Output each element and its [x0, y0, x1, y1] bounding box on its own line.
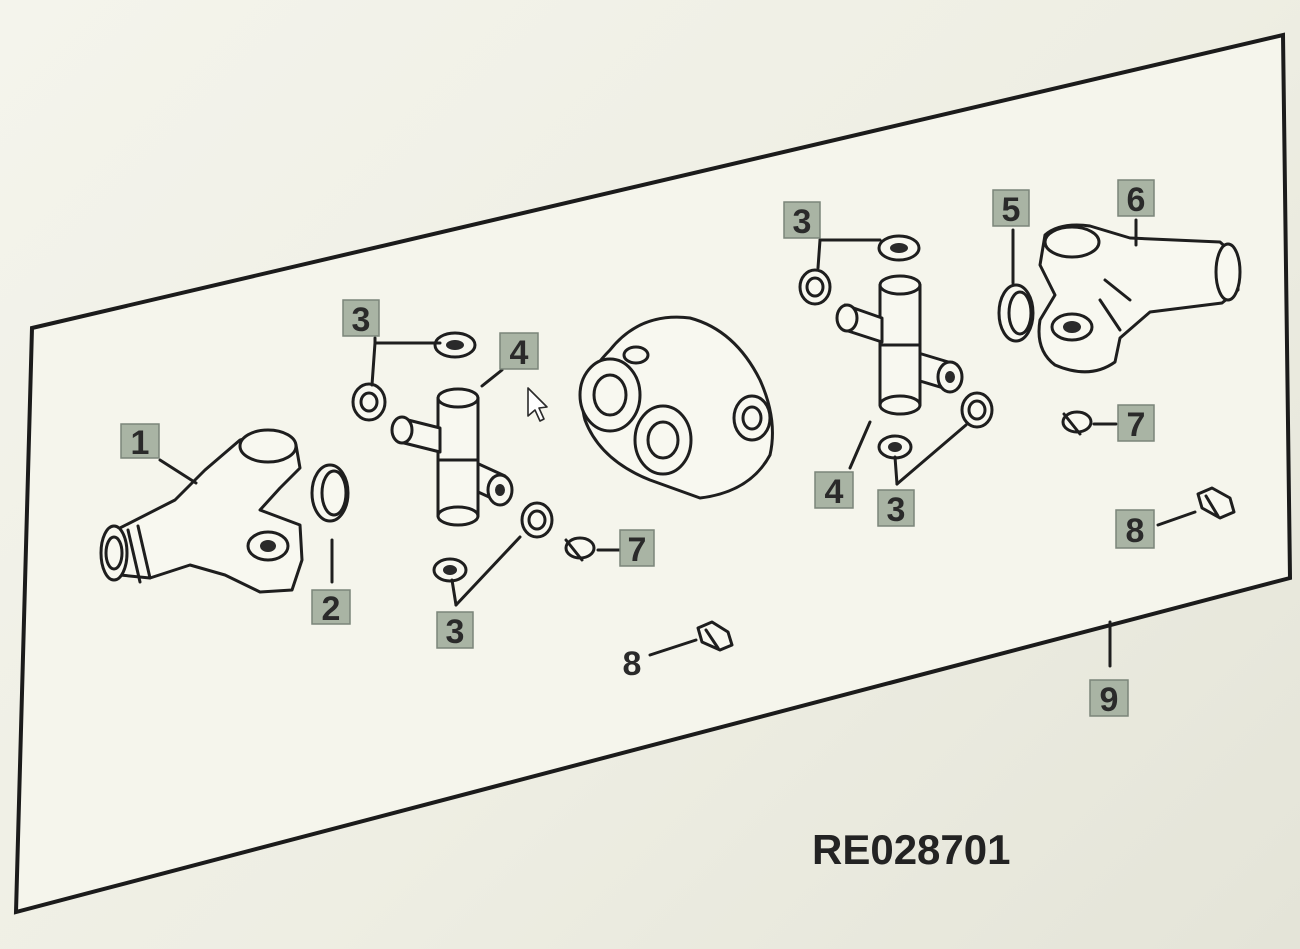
svg-text:4: 4: [510, 334, 529, 372]
callout-4-left: 4: [499, 332, 539, 372]
svg-text:4: 4: [825, 473, 844, 511]
bearing-ring-right-upper: [798, 268, 832, 306]
bearing-cup-bottom-left: [432, 557, 468, 583]
callout-3-upper-left: 3: [342, 299, 380, 339]
callout-3-lower-left: 3: [436, 611, 474, 651]
mouse-pointer-icon: [527, 387, 548, 422]
callout-4-right: 4: [814, 471, 854, 511]
bearing-cup-top-left: [433, 331, 477, 359]
leader-lines: [158, 218, 1197, 668]
svg-text:3: 3: [887, 491, 906, 529]
svg-text:3: 3: [793, 203, 812, 241]
bearing-cup-top-right: [877, 234, 921, 262]
bearing-ring-right-lower: [960, 391, 994, 429]
svg-text:3: 3: [352, 301, 371, 339]
svg-text:7: 7: [1127, 406, 1146, 444]
grease-fitting-part-7-right: [1061, 410, 1093, 436]
center-coupling-yoke: [578, 315, 774, 500]
yoke-tube-part-6: [1037, 223, 1242, 374]
yoke-shaft-part-1: [99, 428, 304, 594]
callout-7-right: 7: [1117, 404, 1155, 444]
seal-ring-part-5: [997, 283, 1035, 343]
callout-9: 9: [1089, 679, 1129, 719]
svg-text:2: 2: [322, 590, 341, 628]
universal-cross-right: [835, 274, 964, 416]
svg-text:9: 9: [1100, 681, 1119, 719]
bearing-ring-left-lower: [520, 501, 554, 539]
callout-5: 5: [992, 189, 1030, 229]
bolt-part-8-left: [696, 620, 734, 652]
bearing-ring-left-upper: [351, 382, 387, 422]
bolt-part-8-right: [1196, 486, 1236, 520]
svg-text:1: 1: [131, 424, 150, 462]
svg-text:7: 7: [628, 531, 647, 569]
svg-text:6: 6: [1127, 181, 1146, 219]
universal-cross-left: [390, 387, 514, 527]
bearing-cup-bottom-right: [877, 434, 913, 460]
svg-text:5: 5: [1002, 191, 1021, 229]
callout-3-lower-right: 3: [877, 489, 915, 529]
callout-8-right: 8: [1115, 509, 1155, 550]
grease-fitting-part-7-left: [564, 536, 596, 562]
callout-7-left: 7: [619, 529, 655, 569]
callout-8-left: 8: [623, 645, 642, 683]
callout-2: 2: [311, 589, 351, 628]
callout-6: 6: [1117, 179, 1155, 219]
callout-3-upper-right: 3: [783, 201, 821, 241]
svg-text:8: 8: [623, 645, 642, 683]
reference-code: RE028701: [812, 826, 1011, 873]
svg-text:3: 3: [446, 613, 465, 651]
callout-1: 1: [120, 423, 160, 462]
svg-text:8: 8: [1126, 512, 1145, 550]
seal-ring-part-2: [310, 463, 350, 523]
